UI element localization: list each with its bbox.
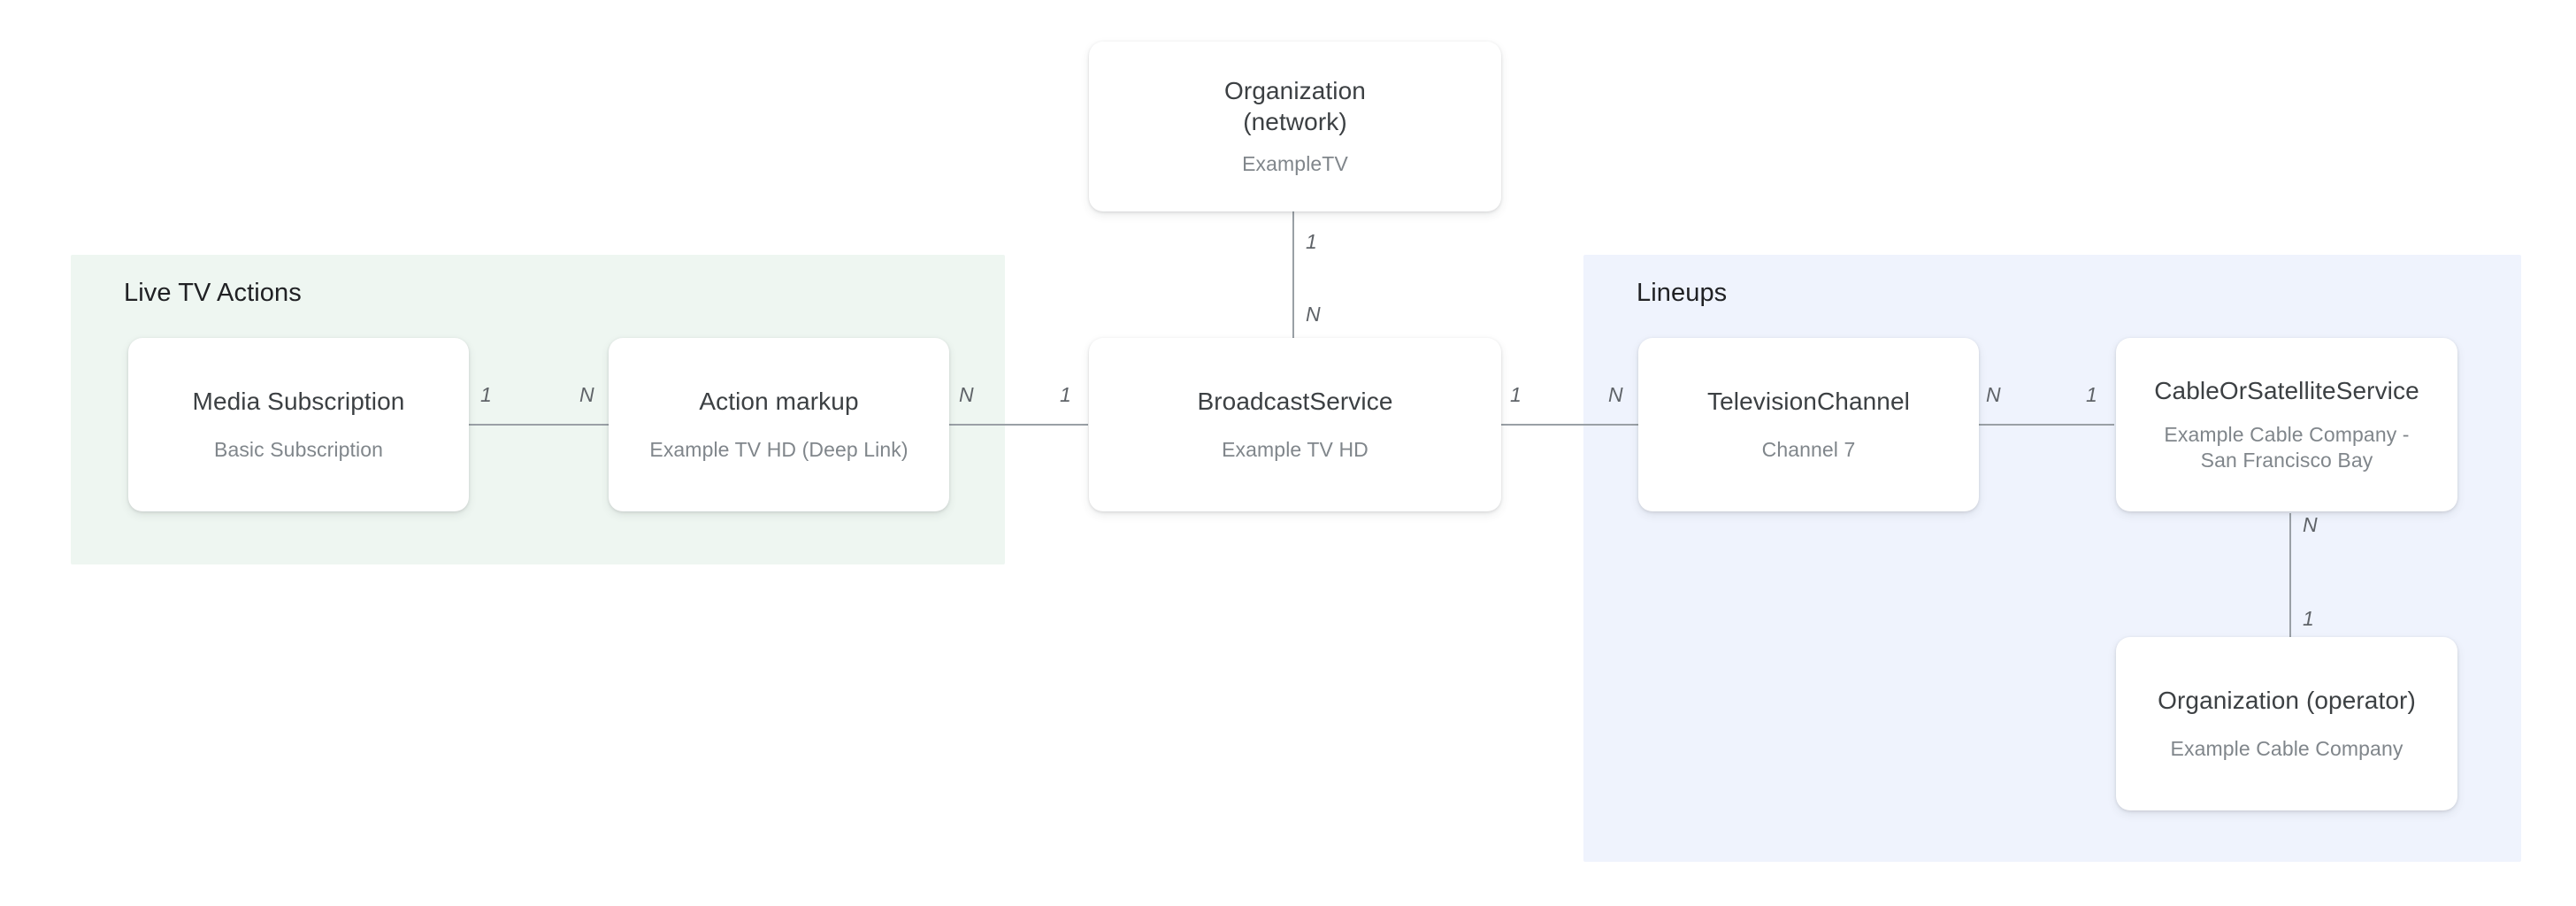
node-subtitle-organization-operator: Example Cable Company <box>2170 736 2404 760</box>
node-subtitle-action-markup: Example TV HD (Deep Link) <box>649 437 908 461</box>
node-subtitle-media-subscription: Basic Subscription <box>214 437 383 461</box>
cardinality-action-markup-to-broadcast-service-from: N <box>959 383 974 406</box>
edge-organization-network-to-broadcast-service <box>1292 211 1294 342</box>
node-subtitle-organization-network: ExampleTV <box>1242 151 1348 175</box>
edge-television-channel-to-cable-or-satellite-service <box>1973 424 2114 426</box>
cardinality-broadcast-service-to-television-channel-to: N <box>1608 383 1623 406</box>
cardinality-action-markup-to-broadcast-service-to: 1 <box>1060 383 1071 406</box>
node-cable-or-satellite-service[interactable]: CableOrSatelliteService Example Cable Co… <box>2116 338 2457 511</box>
node-action-markup[interactable]: Action markup Example TV HD (Deep Link) <box>609 338 949 511</box>
node-title-organization-operator: Organization (operator) <box>2158 687 2416 715</box>
node-subtitle-line-1: Example Cable Company - <box>2164 423 2410 447</box>
edge-media-subscription-to-action-markup <box>467 424 609 426</box>
node-television-channel[interactable]: TelevisionChannel Channel 7 <box>1638 338 1979 511</box>
edge-cable-or-satellite-service-to-organization-operator <box>2289 513 2291 637</box>
edge-broadcast-service-to-television-channel <box>1497 424 1638 426</box>
cardinality-organization-network-to-broadcast-service-to: N <box>1306 303 1321 326</box>
node-organization-operator[interactable]: Organization (operator) Example Cable Co… <box>2116 637 2457 810</box>
node-title-television-channel: TelevisionChannel <box>1707 388 1910 416</box>
group-title-lineups: Lineups <box>1637 279 1728 307</box>
cardinality-television-channel-to-cable-or-satellite-service-from: N <box>1986 383 2001 406</box>
node-title-line-1: Organization <box>1224 77 1366 105</box>
node-subtitle-broadcast-service: Example TV HD <box>1222 437 1368 461</box>
node-media-subscription[interactable]: Media Subscription Basic Subscription <box>128 338 469 511</box>
cardinality-television-channel-to-cable-or-satellite-service-to: 1 <box>2086 383 2097 406</box>
group-title-live-tv-actions: Live TV Actions <box>124 279 302 307</box>
cardinality-organization-network-to-broadcast-service-from: 1 <box>1306 230 1317 253</box>
cardinality-broadcast-service-to-television-channel-from: 1 <box>1510 383 1522 406</box>
node-title-cable-or-satellite-service: CableOrSatelliteService <box>2154 376 2419 404</box>
node-title-action-markup: Action markup <box>699 388 859 416</box>
node-subtitle-cable-or-satellite-service: Example Cable Company - San Francisco Ba… <box>2164 422 2409 473</box>
node-title-broadcast-service: BroadcastService <box>1197 388 1393 416</box>
cardinality-media-subscription-to-action-markup-from: 1 <box>480 383 492 406</box>
cardinality-media-subscription-to-action-markup-to: N <box>579 383 594 406</box>
node-broadcast-service[interactable]: BroadcastService Example TV HD <box>1089 338 1501 511</box>
node-title-media-subscription: Media Subscription <box>192 388 405 416</box>
node-subtitle-television-channel: Channel 7 <box>1761 437 1856 461</box>
node-subtitle-line-2: San Francisco Bay <box>2200 449 2373 472</box>
edge-action-markup-to-broadcast-service <box>947 424 1088 426</box>
cardinality-cable-or-satellite-service-to-organization-operator-to: 1 <box>2303 607 2314 630</box>
node-title-organization-network: Organization (network) <box>1224 76 1366 136</box>
node-title-line-2: (network) <box>1243 107 1347 135</box>
node-organization-network[interactable]: Organization (network) ExampleTV <box>1089 42 1501 211</box>
cardinality-cable-or-satellite-service-to-organization-operator-from: N <box>2303 513 2318 536</box>
